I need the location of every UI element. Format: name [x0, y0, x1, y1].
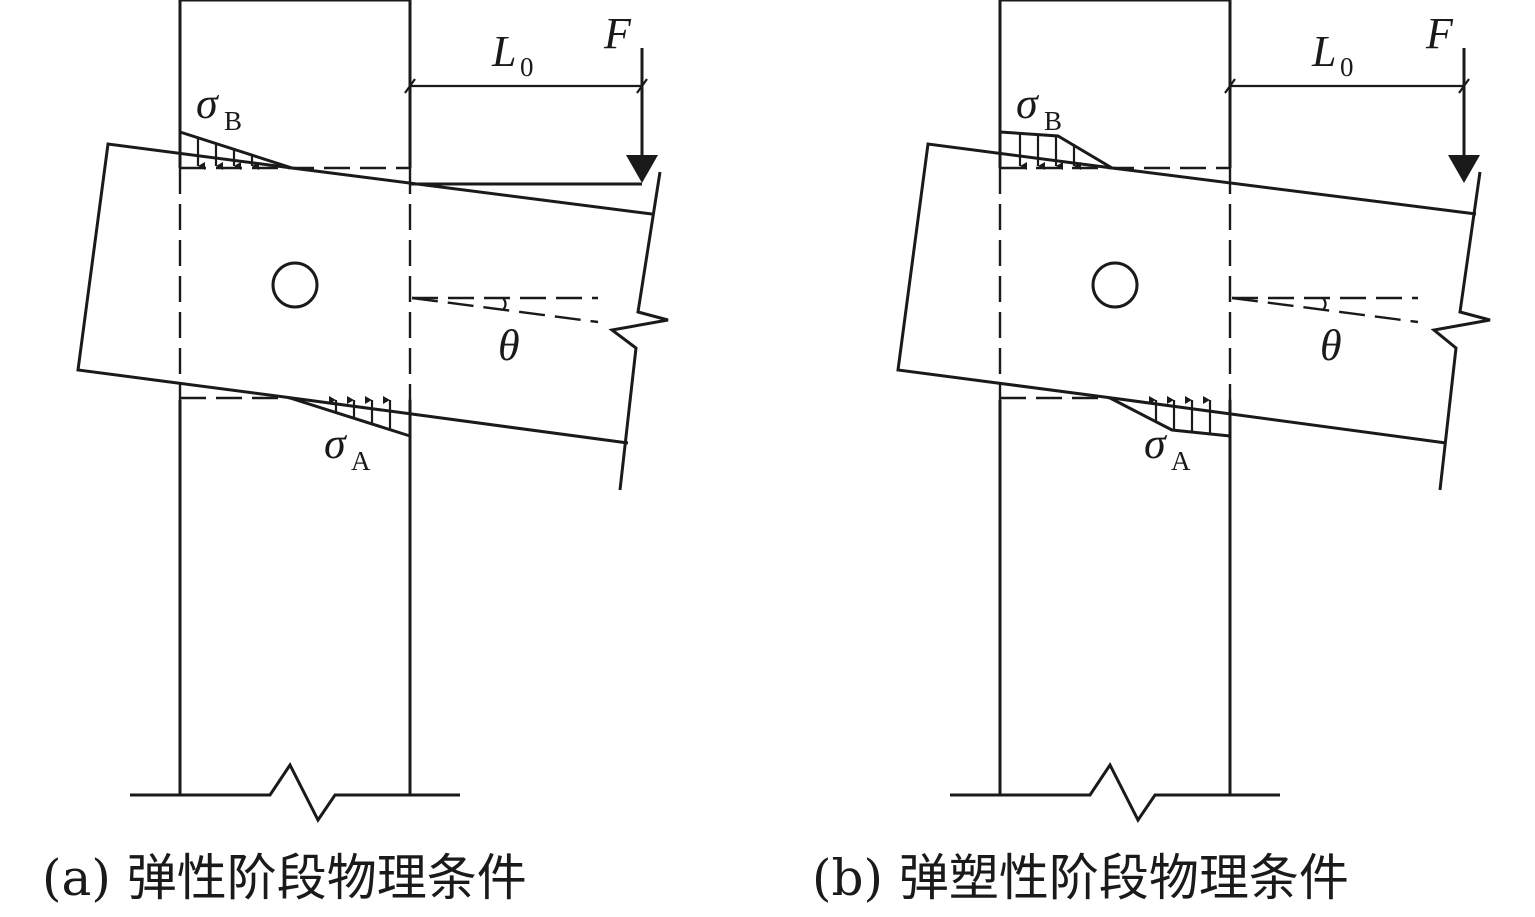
dimension-l0-b	[1224, 78, 1470, 94]
stress-block-a-b	[1109, 396, 1232, 438]
stress-top-sub-a: B	[224, 106, 242, 136]
length-label-a: L	[491, 27, 516, 76]
bolt-b	[1091, 261, 1139, 309]
length-sub-a: 0	[520, 52, 534, 82]
stress-block-b-a	[178, 130, 293, 170]
length-label-b: L	[1311, 27, 1336, 76]
rotation-angle-b	[1231, 296, 1419, 324]
stress-top-label-b: σ	[1016, 79, 1040, 128]
column-a	[178, 0, 412, 795]
ground-break-a	[130, 762, 460, 823]
caption-a: (a) 弹性阶段物理条件	[42, 849, 527, 907]
rotated-beam-a	[76, 142, 669, 491]
column-b	[998, 0, 1232, 795]
panel-b: F L 0 θ σ B σ A (b) 弹塑性阶段物理条件	[812, 0, 1491, 907]
stress-bottom-sub-a: A	[351, 446, 371, 476]
rotation-angle-a	[411, 296, 599, 324]
stress-bottom-label-a: σ	[324, 419, 348, 468]
stress-bottom-sub-b: A	[1171, 446, 1191, 476]
load-arrow-b	[1448, 48, 1480, 183]
panel-a: F L 0 θ σ B σ A (a) 弹性阶段物理条件	[42, 0, 669, 907]
ground-break-b	[950, 762, 1280, 823]
load-arrow-a	[410, 48, 658, 186]
stress-top-sub-b: B	[1044, 106, 1062, 136]
force-label-b: F	[1425, 9, 1454, 58]
caption-b: (b) 弹塑性阶段物理条件	[812, 849, 1349, 907]
force-label-a: F	[603, 9, 632, 58]
angle-label-b: θ	[1320, 321, 1342, 370]
stress-top-label-a: σ	[196, 79, 220, 128]
stress-block-a-a	[289, 396, 412, 438]
stress-block-b-b	[998, 130, 1113, 170]
length-sub-b: 0	[1340, 52, 1354, 82]
dimension-l0-a	[404, 78, 648, 94]
rotated-beam-b	[896, 142, 1491, 491]
angle-label-a: θ	[498, 321, 520, 370]
stress-bottom-label-b: σ	[1144, 419, 1168, 468]
bolt-a	[271, 261, 319, 309]
